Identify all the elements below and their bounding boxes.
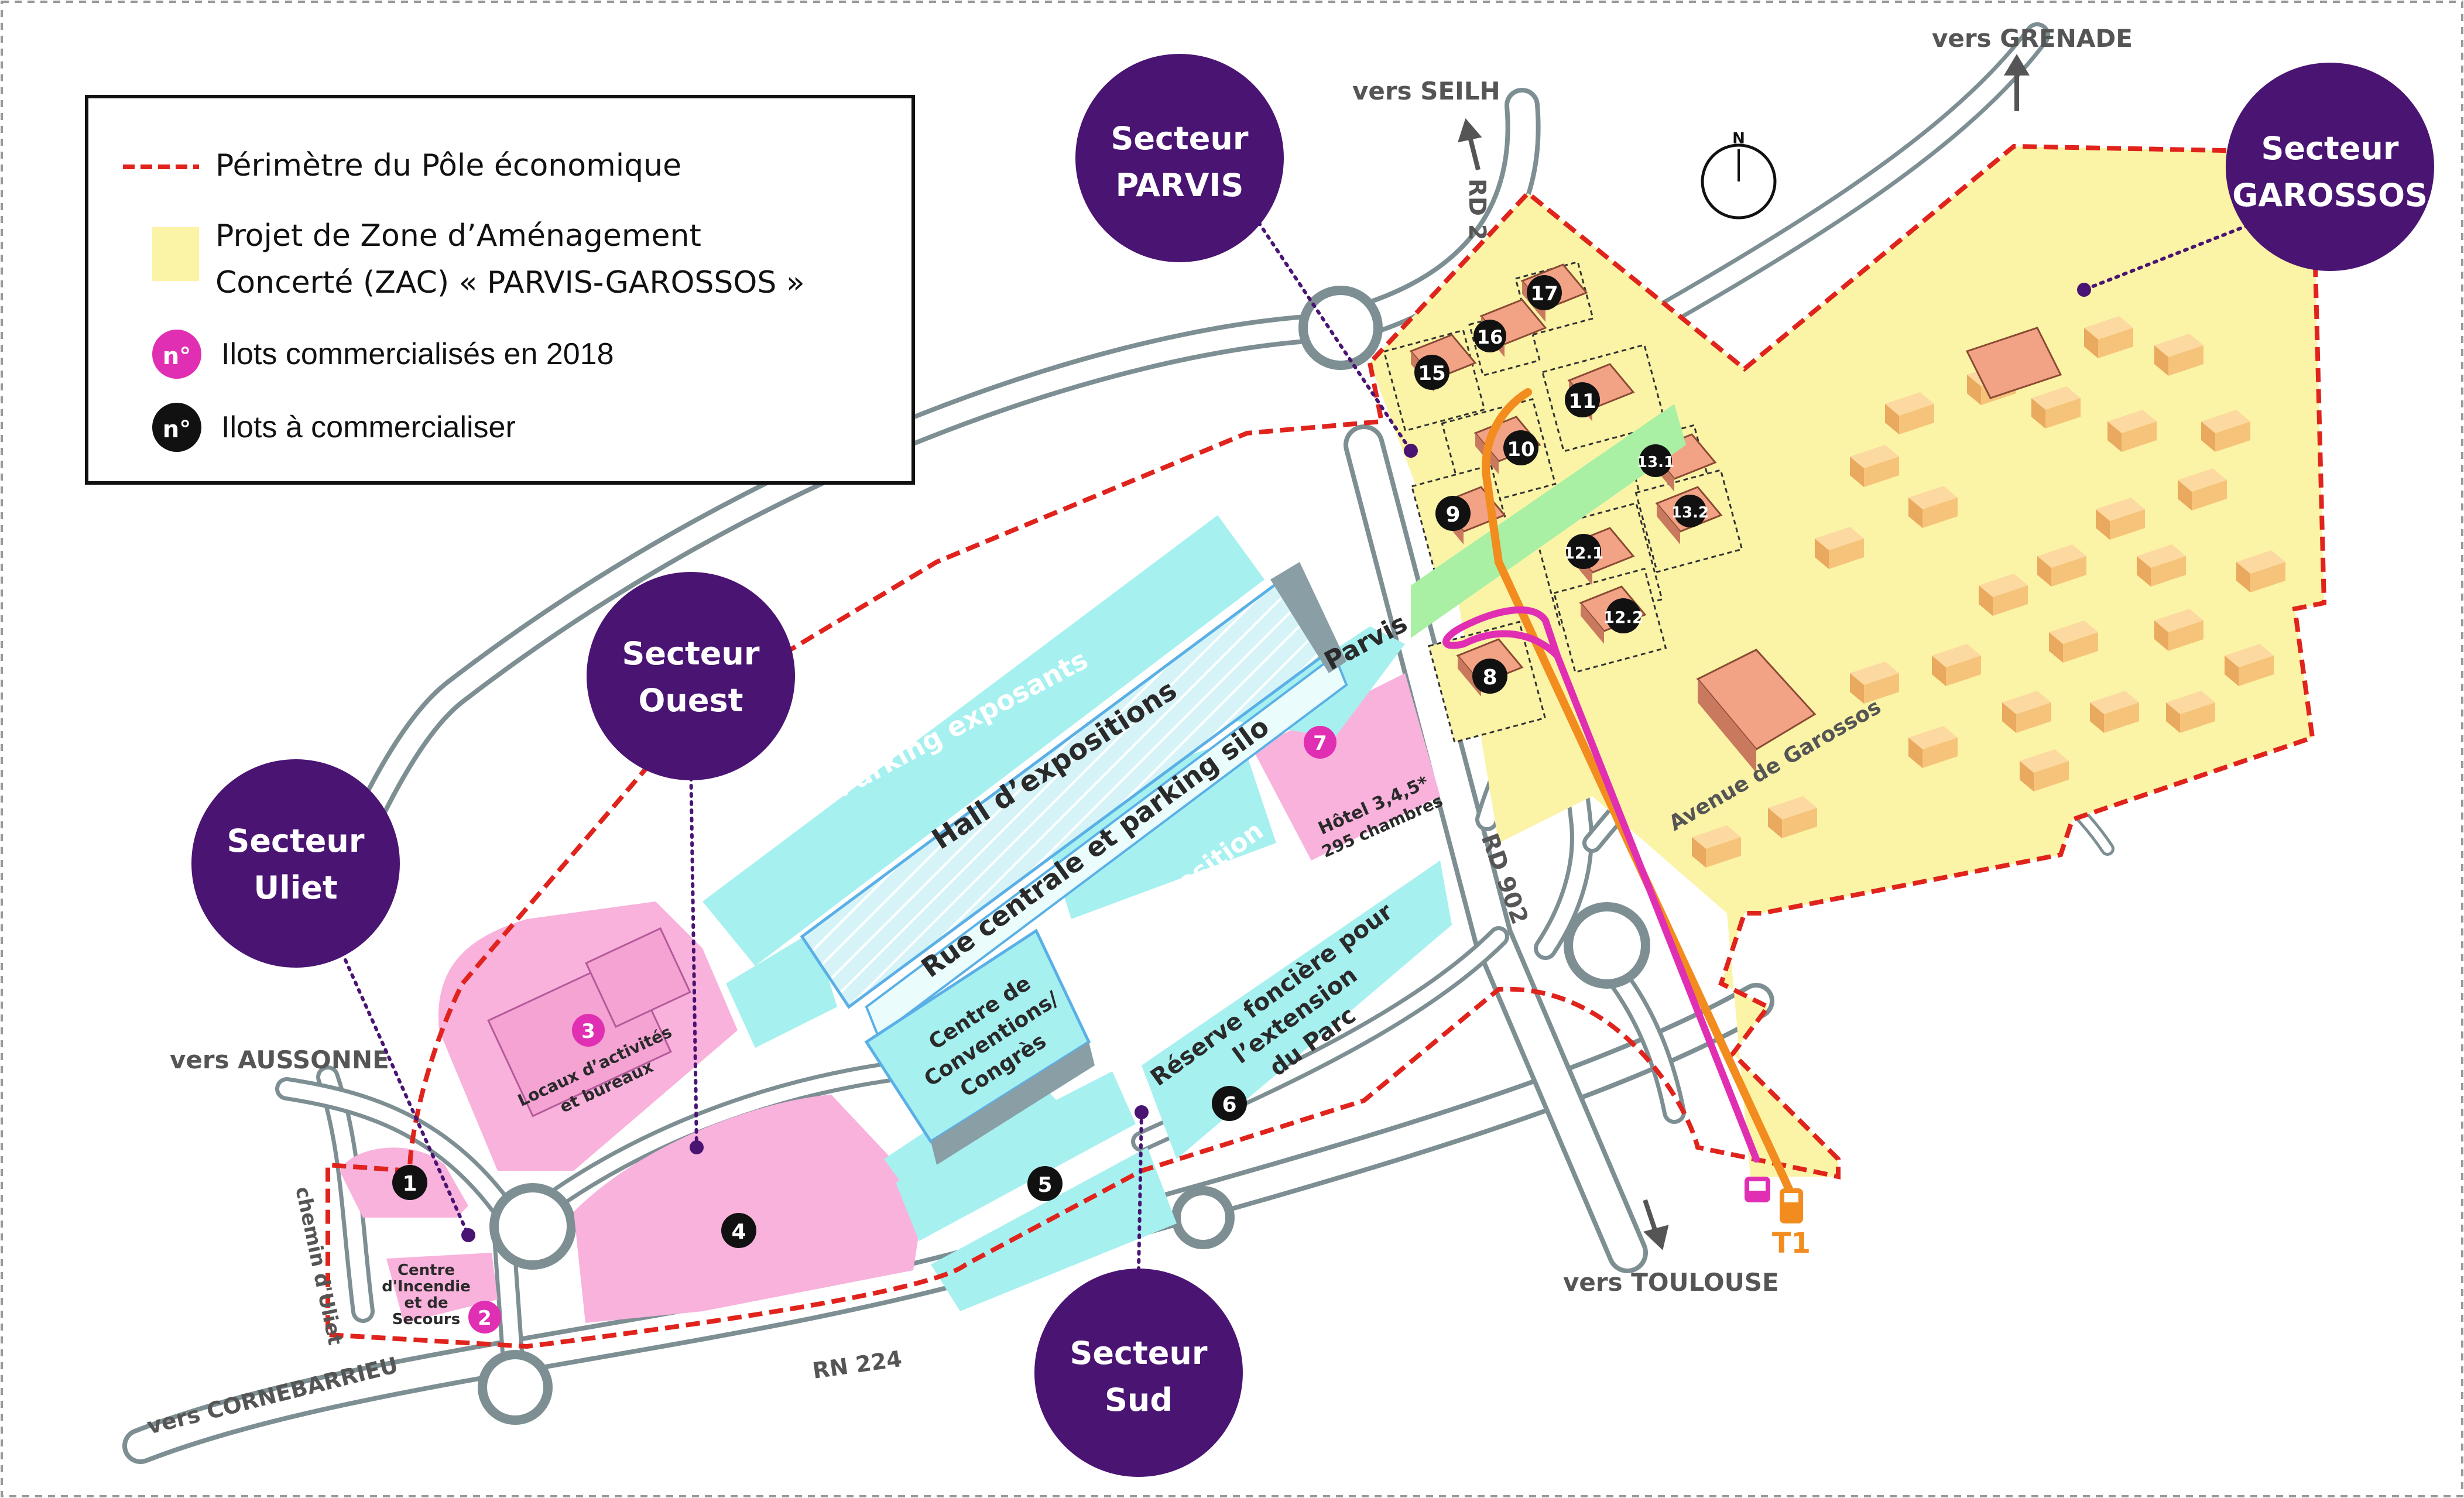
svg-text:13.1: 13.1 <box>1637 454 1674 471</box>
label-secours-1: Centre <box>397 1262 455 1279</box>
label-rd2: RD 2 <box>1464 179 1490 241</box>
lot-17: 17 <box>1527 275 1562 310</box>
rue-centrale <box>865 653 1348 1038</box>
svg-text:8: 8 <box>1482 666 1497 690</box>
perimeter-line <box>325 143 2327 1349</box>
lot-13-1: 13.1 <box>1637 444 1674 477</box>
legend-sold-symbol: n° <box>163 343 191 370</box>
label-secours-2: d'Incendie <box>382 1278 470 1295</box>
sector-garossos: Secteur GAROSSOS <box>2226 63 2434 271</box>
lot-4: 4 <box>721 1213 756 1248</box>
svg-text:1: 1 <box>402 1172 417 1196</box>
label-vers-grenade: vers GRENADE <box>1932 24 2133 53</box>
svg-text:Secteur: Secteur <box>227 822 364 859</box>
legend-zac-swatch <box>152 227 199 281</box>
north-label: N <box>1732 130 1745 148</box>
lot-6: 6 <box>1212 1086 1247 1121</box>
legend-tosell-label: Ilots à commercialiser <box>221 410 516 444</box>
sector-dots <box>461 283 2091 1242</box>
sector-connectors <box>344 221 2250 1272</box>
tram-bus-icons: T1 <box>1745 1177 1811 1260</box>
lot-10: 10 <box>1503 430 1538 465</box>
legend: Périmètre du Pôle économique Projet de Z… <box>85 95 915 485</box>
legend-tosell-swatch <box>152 403 201 452</box>
lot-11: 11 <box>1565 382 1600 417</box>
direction-arrows <box>1458 54 2030 1250</box>
svg-text:Secteur: Secteur <box>622 635 759 672</box>
svg-text:15: 15 <box>1418 362 1445 385</box>
svg-text:GAROSSOS: GAROSSOS <box>2232 177 2428 214</box>
legend-perimeter-label: Périmètre du Pôle économique <box>215 148 681 183</box>
svg-text:PARVIS: PARVIS <box>1116 167 1244 204</box>
sector-parvis: Secteur PARVIS <box>1075 54 1284 262</box>
svg-text:16: 16 <box>1477 326 1503 348</box>
svg-text:6: 6 <box>1222 1093 1236 1117</box>
svg-text:17: 17 <box>1530 282 1558 306</box>
svg-text:12.1: 12.1 <box>1563 543 1603 563</box>
tram-line-label: T1 <box>1772 1227 1811 1260</box>
svg-text:3: 3 <box>581 1020 595 1043</box>
lot-8: 8 <box>1472 659 1507 694</box>
sector-badges: Secteur PARVIS Secteur GAROSSOS Secteur … <box>191 54 2434 1477</box>
lot-15: 15 <box>1414 355 1449 390</box>
legend-tosell-symbol: n° <box>163 416 191 443</box>
svg-text:Sud: Sud <box>1105 1382 1173 1418</box>
lot-5: 5 <box>1027 1166 1063 1201</box>
lot-1: 1 <box>392 1165 427 1200</box>
svg-text:10: 10 <box>1507 438 1534 461</box>
svg-text:Secteur: Secteur <box>1070 1335 1207 1372</box>
legend-zac-line2: Concerté (ZAC) « PARVIS-GAROSSOS » <box>215 265 805 300</box>
sector-sud: Secteur Sud <box>1034 1269 1243 1477</box>
lot-16: 16 <box>1473 320 1506 352</box>
legend-sold-label: Ilots commercialisés en 2018 <box>221 337 614 371</box>
label-secours-3: et de <box>404 1294 448 1312</box>
svg-text:4: 4 <box>731 1220 746 1244</box>
sector-ouest: Secteur Ouest <box>587 572 795 780</box>
lot-markers: 1 2 3 4 5 6 7 8 9 10 11 12.1 12.2 13.1 1… <box>392 275 1709 1334</box>
roundabouts <box>478 286 1650 1425</box>
legend-sold-swatch <box>152 330 201 379</box>
svg-text:12.2: 12.2 <box>1603 608 1643 627</box>
lot-12-2: 12.2 <box>1603 598 1644 633</box>
lot-12-1: 12.1 <box>1563 534 1604 569</box>
legend-zac-line1: Projet de Zone d’Aménagement <box>215 218 701 253</box>
silo-edge <box>1270 562 1346 673</box>
lot-3: 3 <box>572 1014 605 1047</box>
svg-text:13.2: 13.2 <box>1671 504 1709 522</box>
svg-text:2: 2 <box>478 1307 492 1330</box>
svg-text:Secteur: Secteur <box>1111 120 1248 157</box>
svg-text:Uliet: Uliet <box>253 869 337 906</box>
label-vers-toulouse: vers TOULOUSE <box>1563 1268 1779 1297</box>
svg-text:11: 11 <box>1568 390 1596 413</box>
svg-text:Ouest: Ouest <box>639 682 743 719</box>
svg-text:7: 7 <box>1313 732 1327 755</box>
transit-lines <box>1442 388 1795 1198</box>
lot-13-2: 13.2 <box>1671 495 1709 527</box>
svg-text:5: 5 <box>1037 1173 1052 1197</box>
label-vers-seilh: vers SEILH <box>1352 77 1500 105</box>
garossos-large-buildings <box>1696 327 2062 773</box>
svg-text:9: 9 <box>1445 503 1460 527</box>
label-secours-4: Secours <box>392 1311 460 1328</box>
lot-2: 2 <box>468 1301 501 1334</box>
sector-uliet: Secteur Uliet <box>191 759 400 968</box>
green-corridor <box>1411 404 1686 638</box>
label-vers-aussonne: vers AUSSONNE <box>170 1045 389 1074</box>
north-arrow: N <box>1701 130 1777 220</box>
lot-9: 9 <box>1435 496 1471 531</box>
svg-text:Secteur: Secteur <box>2261 130 2398 167</box>
lot-7: 7 <box>1304 726 1336 759</box>
